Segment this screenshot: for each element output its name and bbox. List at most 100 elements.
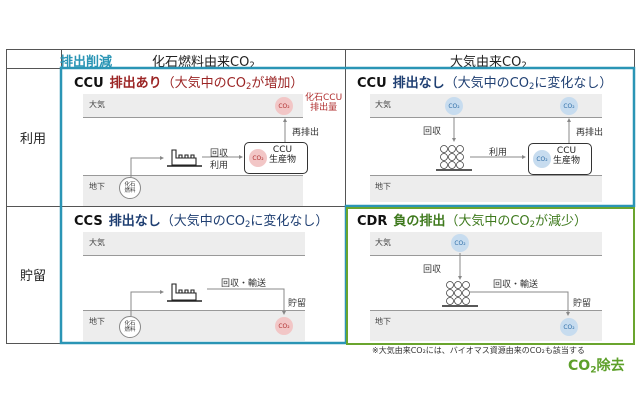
fossil-ccu-emission-label: 化石CCU 排出量 [305,93,342,113]
fossil-line1: 化石 [124,320,136,327]
emission-line1: 化石CCU [305,93,343,103]
panel-code: CCS [74,214,103,229]
atmosphere-band [83,232,305,256]
storage-label: 貯留 [573,299,592,309]
atmosphere-label: 大気 [89,100,105,109]
use-label: 利用 [489,148,508,158]
co2-reemitted-icon: CO₂ [560,97,578,115]
underground-band [370,175,602,202]
paren-sub: 2 [528,81,535,92]
header-fossil-co2-text: 化石燃料由来CO [152,55,250,70]
atmosphere-label: 大気 [89,238,105,247]
row-label-storage: 貯留 [20,269,47,284]
table-col-divider-2 [345,49,346,209]
fossil-fuel-icon: 化石燃料 [119,316,141,338]
emission-line2: 排出量 [310,103,338,113]
paren-post: が増加） [251,76,304,91]
table-left-border [6,49,7,344]
capture-label: 回収 [423,127,442,137]
fossil-fuel-icon: 化石燃料 [119,177,141,199]
paren-pre: （大気中のCO [161,76,246,91]
co2-stored-icon: CO₂ [560,318,578,336]
reemit-label: 再排出 [292,128,320,138]
transport-label: 回収・輸送 [493,280,539,290]
panel-paren: （大気中のCO2に変化なし） [161,214,329,229]
co2-product-icon: CO₂ [533,150,551,168]
panel-paren: （大気中のCO2が増加） [162,76,304,91]
header-air-co2-text: 大気由来CO [450,55,522,70]
ccu-product-box: CO₂ CCU 生産物 [244,142,308,174]
underground-label: 地下 [89,182,105,191]
storage-label: 貯留 [288,299,307,309]
header-air-co2-sub: 2 [521,60,527,71]
co2-emitted-icon: CO₂ [275,97,293,115]
paren-sub: 2 [245,81,252,92]
panel-status: 排出なし [392,76,445,91]
header-fossil-co2: 化石燃料由来CO2 [152,51,255,70]
reemit-label: 再排出 [576,128,604,138]
panel-code: CCU [74,76,104,91]
co2-captured-icon: CO₂ [451,234,469,252]
product-line2: 生産物 [553,156,581,166]
panel-code: CDR [357,214,388,229]
table-row-divider [6,206,634,207]
transport-label: 回収・輸送 [221,279,267,289]
row-label-utilization: 利用 [20,132,47,147]
paren-post: が減少） [535,214,588,229]
fossil-line2: 燃料 [124,327,136,333]
paren-pre: （大気中のCO [160,214,246,229]
panel-code: CCU [357,76,387,91]
product-line1: CCU [556,146,577,156]
underground-label: 地下 [375,182,391,191]
header-air-co2: 大気由来CO2 [450,51,527,70]
paren-pre: （大気中のCO [444,76,529,91]
product-line1: CCU [272,145,293,155]
fossil-line1: 化石 [124,181,136,188]
capture-label: 回収 [210,149,229,159]
atmosphere-band [83,94,303,118]
table-bottom-border [6,343,62,344]
underground-band [83,175,303,206]
fossil-line2: 燃料 [124,188,136,194]
paren-pre: （大気中のCO [445,214,530,229]
co2-captured-icon: CO₂ [445,97,463,115]
atmosphere-label: 大気 [375,100,391,109]
paren-post: に変化なし） [534,76,613,91]
panel-title-ccs: CCS 排出なし（大気中のCO2に変化なし） [74,210,328,229]
footnote: ※大気由来CO₂には、バイオマス資源由来のCO₂も該当する [372,346,585,355]
table-top-border [6,49,634,50]
removal-frame [346,207,635,345]
panel-paren: （大気中のCO2に変化なし） [445,76,613,91]
paren-sub: 2 [245,219,251,230]
reduction-label: 排出削減 [60,55,113,70]
product-label: CCU 生産物 [553,146,580,166]
atmosphere-label: 大気 [375,238,391,247]
co2-removal-label: CO2除去 [568,355,625,375]
co2-stored-icon: CO₂ [275,317,293,335]
removal-suffix: 除去 [596,358,625,374]
panel-title-ccu-air: CCU 排出なし（大気中のCO2に変化なし） [357,72,612,91]
capture-label: 回収 [423,265,442,275]
underground-label: 地下 [375,317,391,326]
product-line2: 生産物 [269,155,297,165]
paren-post: に変化なし） [250,214,329,229]
atmosphere-band [370,232,602,256]
underground-label: 地下 [89,317,105,326]
use-label: 利用 [210,161,229,171]
panel-status: 排出なし [108,214,161,229]
panel-status: 負の排出 [393,214,446,229]
paren-sub: 2 [529,219,536,230]
panel-title-cdr: CDR 負の排出（大気中のCO2が減少） [357,210,587,229]
removal-prefix: CO [568,358,591,374]
co2-product-icon: CO₂ [249,149,267,167]
product-label: CCU 生産物 [269,145,296,165]
